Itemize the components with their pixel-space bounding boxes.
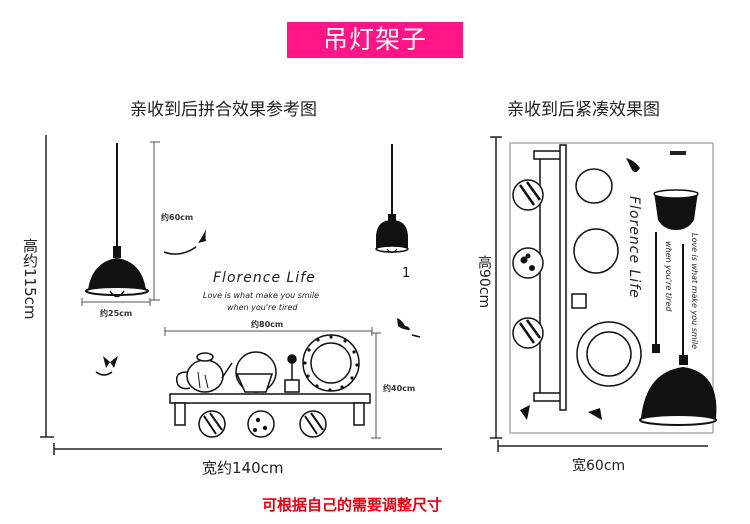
sticker-label-tag <box>670 151 686 155</box>
footer-note: 可根据自己的需要调整尺寸 <box>262 496 443 514</box>
shelf-width-dimension <box>164 327 373 336</box>
height-label: 高约115cm <box>21 238 39 320</box>
width-label: 宽约140cm <box>202 459 284 477</box>
slogan-line-1: Love is what make you smile <box>203 291 320 300</box>
shelf-height-label: 约40cm <box>383 384 416 393</box>
pendant-lamp-large-icon <box>85 143 149 298</box>
slogan-line-2: when you're tired <box>227 303 298 312</box>
right-slogan-line-1: Love is what make you smile <box>690 233 699 350</box>
shelf-width-label: 约80cm <box>251 320 284 329</box>
sticker-lamp-large-icon <box>639 355 717 426</box>
sticker-dots <box>520 253 535 271</box>
marker-label: 1 <box>402 266 411 281</box>
page-title: 吊灯架子 <box>287 22 463 58</box>
butterfly-icon <box>95 356 118 376</box>
right-width-dimension <box>497 440 708 452</box>
slogan-title: Florence Life <box>213 270 316 286</box>
cord-length-dimension <box>150 141 160 301</box>
right-width-label: 宽60cm <box>572 458 626 474</box>
pendant-lamp-small-icon <box>375 144 409 254</box>
right-height-dimension <box>490 136 502 439</box>
mug-stripes <box>203 412 324 435</box>
width-dimension-line <box>53 443 442 455</box>
right-slogan-line-2: when you're tired <box>664 241 673 312</box>
right-slogan-title: Florence Life <box>626 196 642 299</box>
left-caption: 亲收到后拼合效果参考图 <box>130 100 317 120</box>
bird-icon <box>163 229 206 255</box>
shelf-height-dimension <box>371 332 381 439</box>
height-dimension-line <box>40 135 54 438</box>
plate-dots <box>253 335 359 432</box>
right-height-label: 高90cm <box>476 255 492 309</box>
sticker-cup-stripes <box>518 181 542 344</box>
kitchen-shelf-icon <box>169 334 371 438</box>
sticker-lamp-small-icon <box>652 189 699 355</box>
sticker-bird-icon <box>520 158 640 420</box>
cord-length-label: 约60cm <box>161 213 194 222</box>
bird-icon <box>397 318 421 338</box>
sticker-shelf-icon <box>512 144 642 411</box>
lamp-width-dimension <box>81 298 151 306</box>
lamp-width-label: 约25cm <box>100 309 133 318</box>
right-caption: 亲收到后紧凑效果图 <box>507 100 660 120</box>
